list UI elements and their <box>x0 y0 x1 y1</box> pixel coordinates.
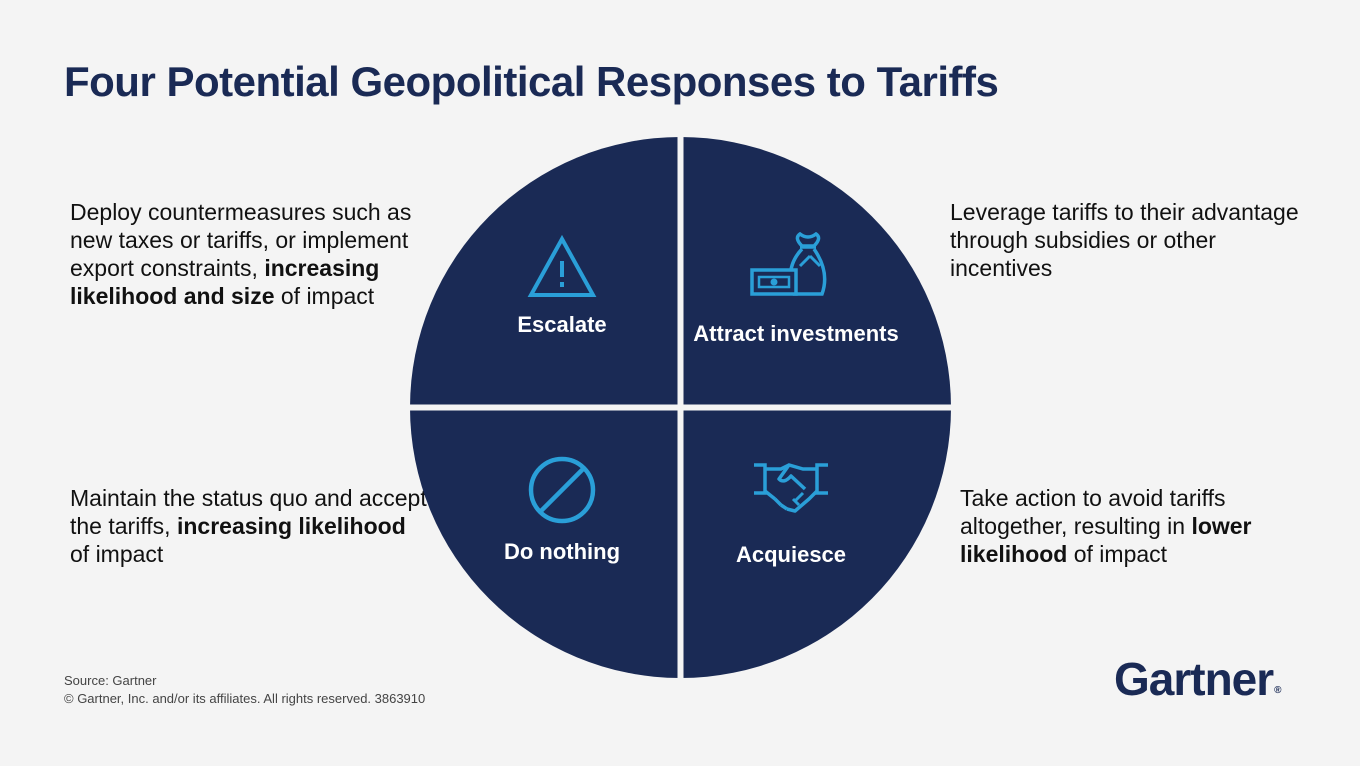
money-bag-icon <box>750 232 827 296</box>
attract-investments-description: Leverage tariffs to their advantage thro… <box>950 199 1299 281</box>
source-line: Source: Gartner <box>64 673 157 688</box>
page-title: Four Potential Geopolitical Responses to… <box>64 58 999 105</box>
escalate-description: Deploy countermeasures such as new taxes… <box>70 199 412 309</box>
quadrant-circle-shape <box>410 137 951 678</box>
quadrant-label-do-nothing: Do nothing <box>503 539 621 564</box>
copyright-line: © Gartner, Inc. and/or its affiliates. A… <box>64 691 426 706</box>
quadrant-label-escalate: Escalate <box>517 312 607 337</box>
handshake-icon <box>754 463 828 513</box>
quadrant-circle: Escalate Attract investments Do nothing <box>410 137 951 678</box>
prohibited-icon <box>528 456 596 524</box>
source-note: Source: Gartner © Gartner, Inc. and/or i… <box>64 672 425 708</box>
warning-triangle-icon <box>527 235 597 297</box>
logo-wordmark: Gartner <box>1114 653 1274 705</box>
acquiesce-description: Take action to avoid tariffs altogether,… <box>960 485 1252 567</box>
quadrant-label-attract-investments: Attract investments <box>693 321 899 346</box>
do-nothing-description: Maintain the status quo and accept the t… <box>70 485 427 567</box>
quadrant-label-acquiesce: Acquiesce <box>735 542 847 567</box>
horizontal-divider <box>410 404 951 411</box>
gartner-logo: Gartner® <box>1114 652 1282 706</box>
logo-registered-mark: ® <box>1274 685 1281 696</box>
